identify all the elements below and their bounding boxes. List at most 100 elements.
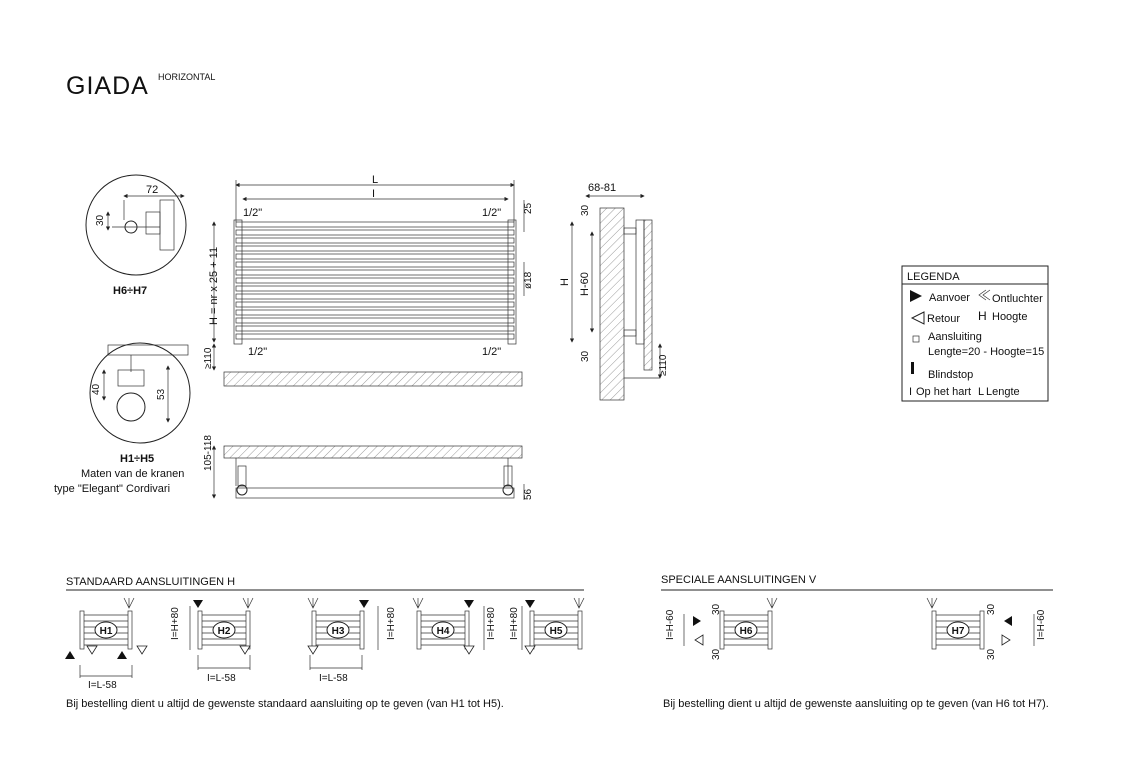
standard-connections: STANDAARD AANSLUITINGEN H H1I=L-58 H2 I=H+… [65,576,585,710]
connection-label: H7 [952,626,965,637]
legend-l-letter: L [978,386,984,398]
legend-title: LEGENDA [907,271,960,283]
dim-72: 72 [146,184,158,196]
supply-triangle-icon [193,600,203,608]
return-triangle-icon [910,311,925,325]
legend-centre: Op het hart [916,386,971,398]
detail-label-h1-h5: H1÷H5 [120,453,154,465]
dim-depth-105-118: 105-118 [203,435,214,471]
return-triangle-icon [463,645,475,655]
radiator-tube [235,285,515,292]
legend-i-letter: I [909,386,912,398]
supply-triangle-icon [359,600,369,608]
connection-diagram: H7 [931,610,985,650]
mini-header-left [79,610,85,650]
return-triangle-icon [307,645,319,655]
valve-note-line2: type "Elegant" Cordivari [54,483,170,495]
vent-icon [307,597,319,609]
mini-header-right [464,610,470,650]
legend-blind-plug: Blindstop [928,369,973,381]
radiator-tube [235,325,515,332]
supply-triangle-icon [525,600,535,608]
radiator-tube [235,293,515,300]
thread-top-right: 1/2" [482,207,501,219]
vent-icon [123,597,135,609]
mini-label-oval [544,621,568,639]
side-dimension: 30 [986,648,997,660]
mini-header-right [767,610,773,650]
dim-25: 25 [523,202,534,214]
dim-I: I [372,188,375,200]
vent-icon [242,597,254,609]
mini-header-left [719,610,725,650]
legend-return: Retour [927,313,960,325]
connection-square-icon [912,335,920,343]
vent-icon [766,597,778,609]
mini-label-oval [431,621,455,639]
radiator-tubes [235,221,515,340]
radiator-tube [235,253,515,260]
radiator-tube [235,221,515,228]
radiator-tube [235,229,515,236]
connection-diagram: H2 [197,610,251,650]
mini-header-right [127,610,133,650]
legend-vent: Ontluchter [992,293,1043,305]
mini-header-right [577,610,583,650]
connection-label: H3 [332,626,345,637]
mini-header-left [197,610,203,650]
radiator-tube [235,269,515,276]
radiator-tube [235,261,515,268]
return-triangle-icon [524,645,536,655]
connection-diagram: H3 [311,610,365,650]
vent-icon [412,597,424,609]
connection-label: H2 [218,626,231,637]
bottom-dimension: I=L-58 [88,680,117,691]
vent-icon [926,597,938,609]
radiator-tube [235,237,515,244]
mini-label-oval [734,621,758,639]
dim-height-formula: H = nr x 25 + 11 [208,247,220,325]
connection-diagram: H1 [79,610,133,650]
detail-h1-h5: 40 53 H1÷H5 Maten van de kranen type "El… [54,342,191,495]
side-dim-30-top: 30 [580,204,591,216]
bottom-dimension: I=L-58 [319,673,348,684]
legend-height: Hoogte [992,311,1027,323]
standard-title: STANDAARD AANSLUITINGEN H [66,576,235,588]
dim-30: 30 [95,214,106,226]
side-dimension: I=H+80 [170,607,181,640]
legend-connection-size: Lengte=20 - Hoogte=15 [928,346,1044,358]
dim-40: 40 [91,383,102,395]
radiator-tube [235,309,515,316]
side-dimension: 30 [711,603,722,615]
special-title: SPECIALE AANSLUITINGEN V [661,574,817,586]
side-dimension: 30 [986,603,997,615]
title-block: GIADA HORIZONTAL [66,72,215,100]
side-dimension: 30 [711,648,722,660]
valve-note-line1: Maten van de kranen [81,468,184,480]
supply-triangle-icon [464,600,474,608]
thread-bottom-left: 1/2" [248,346,267,358]
return-triangle-icon [136,645,148,655]
dim-depth-68-81: 68-81 [588,182,616,194]
vent-icon [978,289,991,301]
supply-triangle-icon [910,290,922,302]
standard-note: Bij bestelling dient u altijd de gewenst… [66,698,504,710]
mini-header-left [416,610,422,650]
side-dim-floor-110: ≥110 [658,354,669,376]
legend-length: Lengte [986,386,1020,398]
blind-plug-icon [911,362,914,374]
dim-L: L [372,174,378,186]
connection-label: H1 [100,626,113,637]
connection-diagram: H4 [416,610,470,650]
connection-label: H4 [437,626,450,637]
legend-connection: Aansluiting [928,331,982,343]
side-dimension: I=H+80 [509,607,520,640]
side-dim-H: H [559,278,571,286]
mini-header-left [931,610,937,650]
connection-label: H6 [740,626,753,637]
side-dim-H-60: H-60 [579,272,591,296]
connection-diagram: H5 [529,610,583,650]
detail-h6-h7: 72 30 H6÷H7 [85,174,187,297]
product-subtitle: HORIZONTAL [158,72,215,82]
